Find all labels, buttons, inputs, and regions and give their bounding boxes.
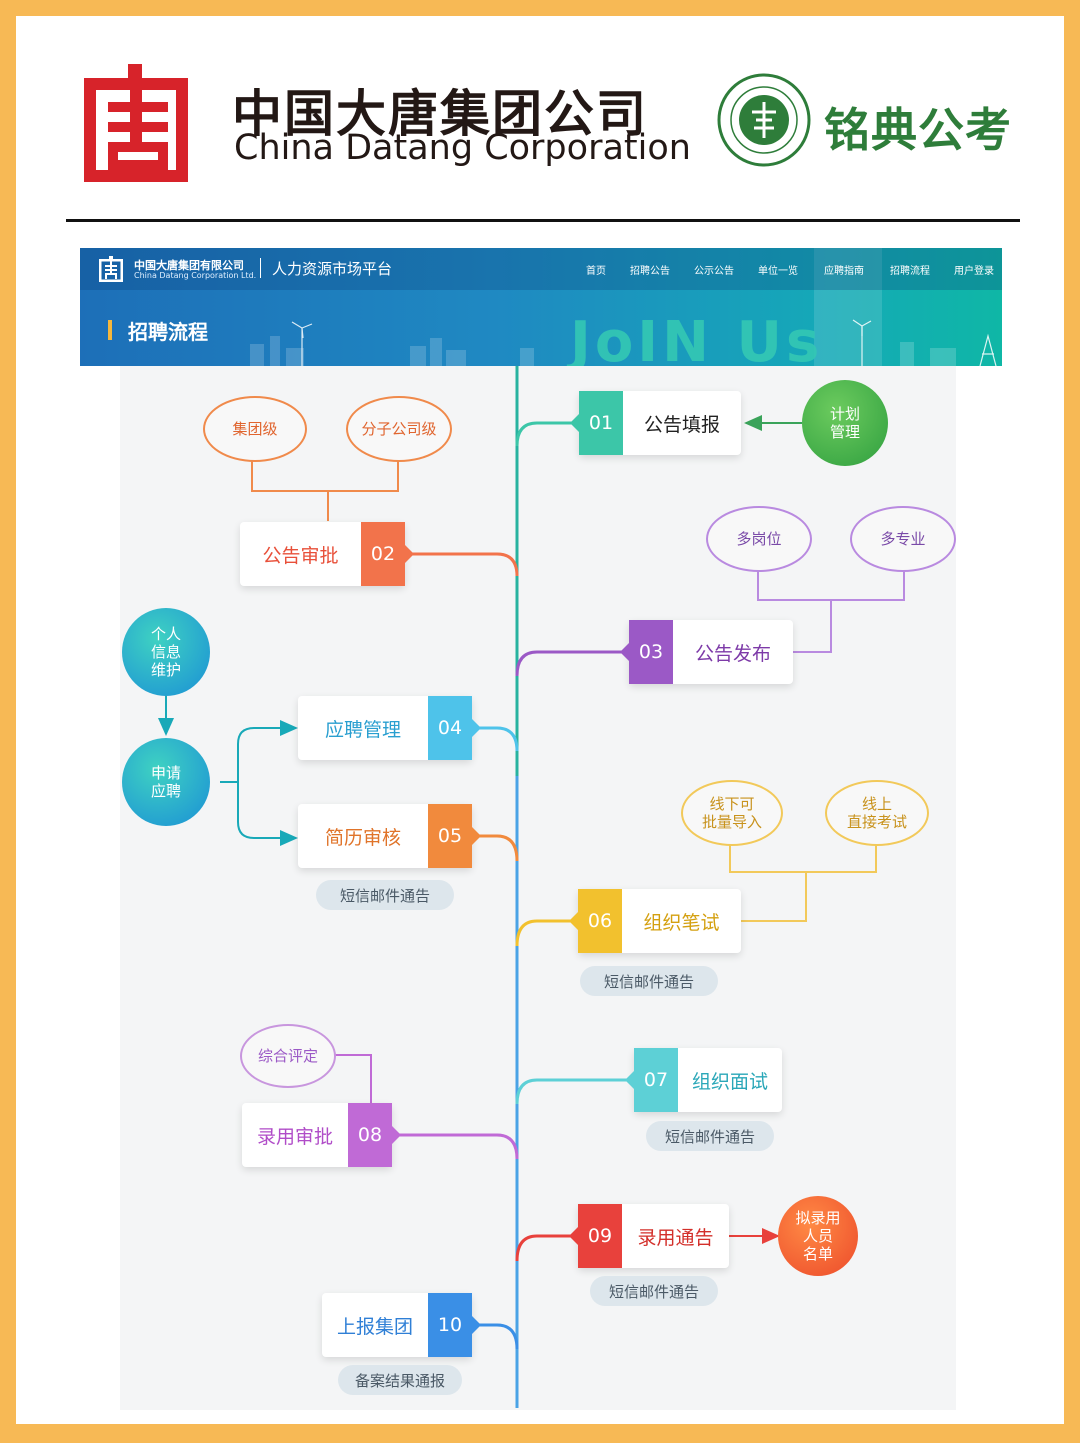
step-10: 上报集团 10 xyxy=(322,1293,481,1357)
step-03-num: 03 xyxy=(620,620,673,684)
step-05: 简历审核 05 xyxy=(298,804,481,868)
oval-multi-position: 多岗位 xyxy=(706,506,812,572)
banner-platform-title: 人力资源市场平台 xyxy=(272,260,393,278)
oval-branch-level: 分子公司级 xyxy=(346,396,452,462)
notice-09: 短信邮件通告 xyxy=(590,1276,718,1306)
nav-login[interactable]: 用户登录 xyxy=(954,266,994,277)
step-01: 01 公告填报 xyxy=(570,391,741,455)
brand-name: 铭典公考 xyxy=(824,103,1012,157)
step-04-num: 04 xyxy=(428,696,481,760)
notice-10: 备案结果通报 xyxy=(338,1365,462,1395)
nav-home[interactable]: 首页 xyxy=(586,266,606,277)
apply-to-04 xyxy=(220,720,298,783)
step-10-label: 上报集团 xyxy=(336,1315,413,1338)
step-08-label: 录用审批 xyxy=(256,1125,333,1148)
company-name-en: China Datang Corporation xyxy=(234,128,691,168)
circle-personal-info: 个人 信息 维护 xyxy=(122,608,210,696)
branch-06 xyxy=(515,919,578,947)
skyline-decoration xyxy=(250,319,997,366)
step-04-label: 应聘管理 xyxy=(324,718,401,741)
branch-10 xyxy=(472,1323,519,1350)
branch-07 xyxy=(515,1078,634,1105)
mingdian-seal-icon xyxy=(717,73,811,167)
banner-separator xyxy=(260,258,261,278)
banner-org-en: China Datang Corporation Ltd. xyxy=(134,271,257,280)
bracket-08 xyxy=(334,1054,372,1103)
nav-process[interactable]: 招聘流程 xyxy=(890,266,930,277)
step-07: 07 组织面试 xyxy=(625,1048,782,1112)
step-07-label: 组织面试 xyxy=(691,1070,768,1093)
step-05-label: 简历审核 xyxy=(324,826,401,849)
circle-plan: 计划 管理 xyxy=(802,380,888,466)
site-banner: 中国大唐集团有限公司 China Datang Corporation Ltd.… xyxy=(80,248,1002,366)
join-us-text: JoIN Us xyxy=(570,310,824,366)
section-accent-bar xyxy=(108,320,112,340)
banner-section-title: 招聘流程 xyxy=(128,320,208,344)
bracket-02 xyxy=(251,461,399,521)
oval-multi-major: 多专业 xyxy=(850,506,956,572)
notice-07: 短信邮件通告 xyxy=(646,1121,774,1151)
step-09-label: 录用通告 xyxy=(637,1226,714,1249)
circle-hire-list: 拟录用 人员 名单 xyxy=(778,1196,858,1276)
oval-online-exam: 线上 直接考试 xyxy=(825,780,929,846)
step-02-label: 公告审批 xyxy=(262,544,339,567)
step-02: 公告审批 02 xyxy=(240,522,414,586)
company-name-cn: 中国大唐集团公司 xyxy=(232,85,648,143)
datang-logo-icon xyxy=(84,64,188,182)
step-04: 应聘管理 04 xyxy=(298,696,481,760)
branch-04 xyxy=(472,726,519,752)
step-03-label: 公告发布 xyxy=(694,642,771,665)
step-08: 录用审批 08 xyxy=(242,1103,401,1167)
step-08-num: 08 xyxy=(348,1103,401,1167)
apply-to-05 xyxy=(220,781,298,846)
step-03: 03 公告发布 xyxy=(620,620,793,684)
step-06-num: 06 xyxy=(569,889,622,953)
nav-units[interactable]: 单位一览 xyxy=(758,266,798,277)
oval-overall-eval: 综合评定 xyxy=(240,1024,336,1088)
step-01-label: 公告填报 xyxy=(643,413,720,436)
circle-apply: 申请 应聘 xyxy=(122,738,210,826)
branch-03 xyxy=(515,650,629,677)
poster-card: 中国大唐集团公司 China Datang Corporation 铭典公考 中… xyxy=(16,16,1064,1424)
step-07-num: 07 xyxy=(625,1048,678,1112)
branch-05 xyxy=(472,834,519,862)
step-09-num: 09 xyxy=(569,1204,622,1268)
process-connectors xyxy=(158,366,905,1408)
nav-recruit-notice[interactable]: 招聘公告 xyxy=(630,266,670,277)
branch-08 xyxy=(392,1133,519,1160)
notice-06: 短信邮件通告 xyxy=(580,966,718,996)
header-divider xyxy=(66,219,1020,222)
step-06: 06 组织笔试 xyxy=(569,889,741,953)
bracket-06 xyxy=(729,844,877,922)
notice-05: 短信邮件通告 xyxy=(316,880,454,910)
step-05-num: 05 xyxy=(428,804,481,868)
branch-02 xyxy=(405,552,519,577)
step-01-num: 01 xyxy=(570,391,623,455)
banner-org-cn: 中国大唐集团有限公司 xyxy=(134,259,244,272)
oval-offline-import: 线下可 批量导入 xyxy=(681,780,783,846)
nav-active-highlight xyxy=(814,248,882,366)
step-06-label: 组织笔试 xyxy=(643,911,720,934)
banner-logo-icon xyxy=(99,256,123,282)
nav-public-notice[interactable]: 公示公告 xyxy=(694,266,734,277)
step-09: 09 录用通告 xyxy=(569,1204,729,1268)
bracket-03 xyxy=(757,570,905,653)
branch-01 xyxy=(515,421,579,447)
branch-09 xyxy=(515,1234,578,1262)
step-10-num: 10 xyxy=(428,1293,481,1357)
nav-guide[interactable]: 应聘指南 xyxy=(824,266,864,277)
oval-group-level: 集团级 xyxy=(203,396,307,462)
site-navbar xyxy=(80,248,1002,290)
step-02-num: 02 xyxy=(361,522,414,586)
